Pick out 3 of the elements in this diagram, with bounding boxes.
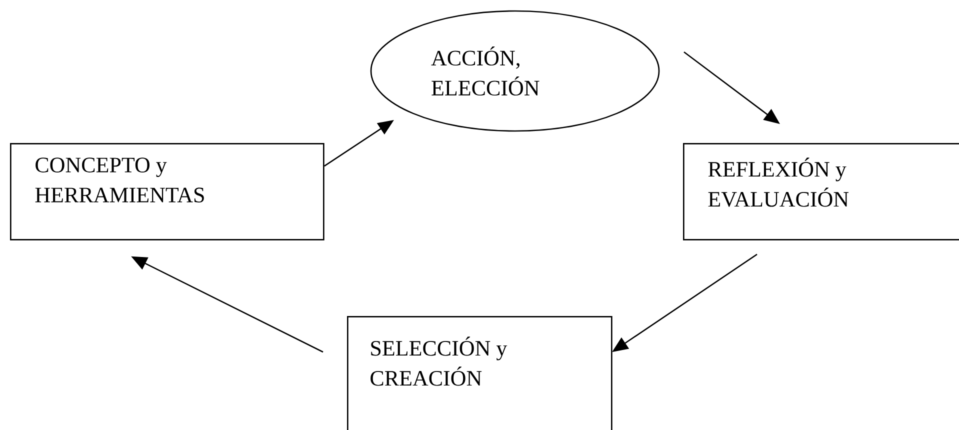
process-box: SELECCIÓN y CREACIÓN <box>347 316 612 430</box>
process-box: CONCEPTO y HERRAMIENTAS <box>10 143 324 240</box>
process-box: REFLEXIÓN y EVALUACIÓN <box>683 143 959 240</box>
